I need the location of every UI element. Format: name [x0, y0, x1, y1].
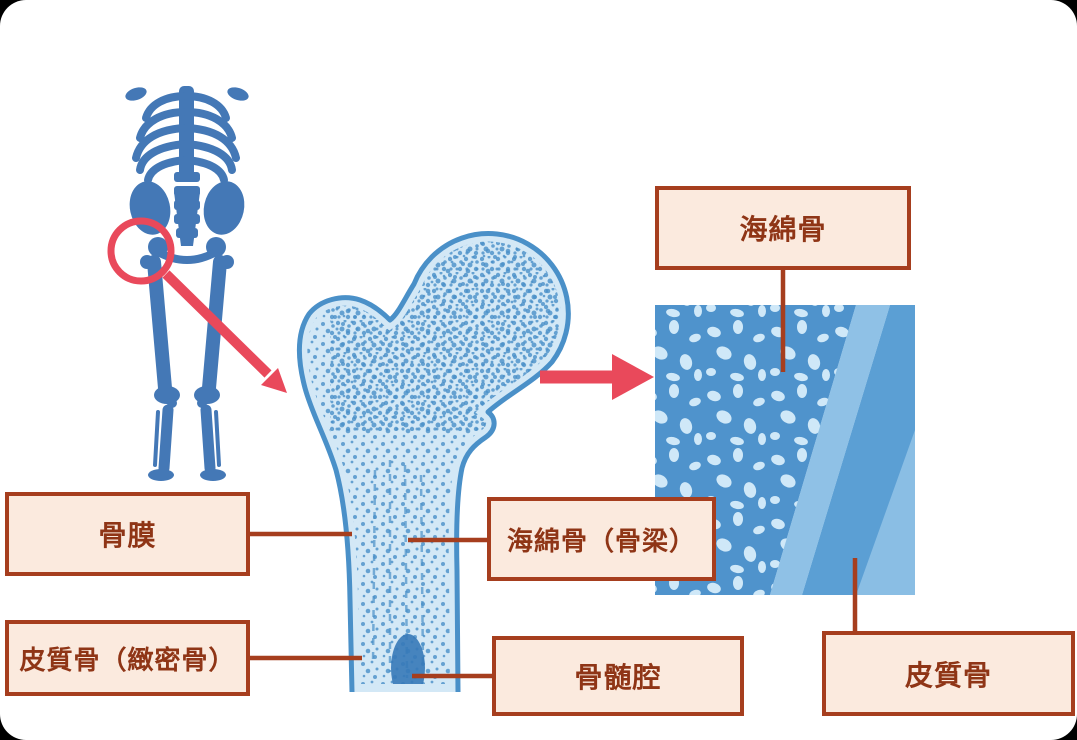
femur-illustration: [296, 231, 571, 693]
connector-lines: [248, 268, 858, 679]
label-periosteum-text: 骨膜: [98, 520, 157, 551]
femur-inner-texture: [299, 233, 569, 692]
label-periosteum: 骨膜: [5, 492, 250, 576]
cortical-transition-band: [770, 305, 890, 595]
label-spongy-bone-top: 海綿骨: [655, 186, 911, 270]
label-cortical-bone-right: 皮質骨: [822, 631, 1075, 716]
label-cortical-bone-right-text: 皮質骨: [904, 659, 992, 691]
label-cortical-bone-compact-text: 皮質骨（緻密骨）: [19, 644, 236, 675]
arrow-hip-to-femur: [162, 270, 287, 393]
label-cortical-bone-compact: 皮質骨（緻密骨）: [5, 620, 250, 696]
label-bone-marrow-cavity: 骨髄腔: [492, 636, 744, 716]
label-bone-marrow-cavity-text: 骨髄腔: [574, 662, 662, 693]
arrow-femur-to-texture: [540, 354, 654, 400]
cortical-edge-highlight: [856, 430, 915, 595]
skeleton-legs: [140, 255, 234, 481]
label-spongy-bone-trabecula: 海綿骨（骨梁）: [487, 497, 716, 581]
hip-highlight-circle: [107, 217, 175, 285]
skeleton-ribcage: [125, 86, 249, 184]
label-spongy-bone-trabecula-text: 海綿骨（骨梁）: [506, 525, 696, 556]
label-spongy-bone-top-text: 海綿骨: [739, 214, 827, 245]
femur-outline: [296, 231, 571, 693]
